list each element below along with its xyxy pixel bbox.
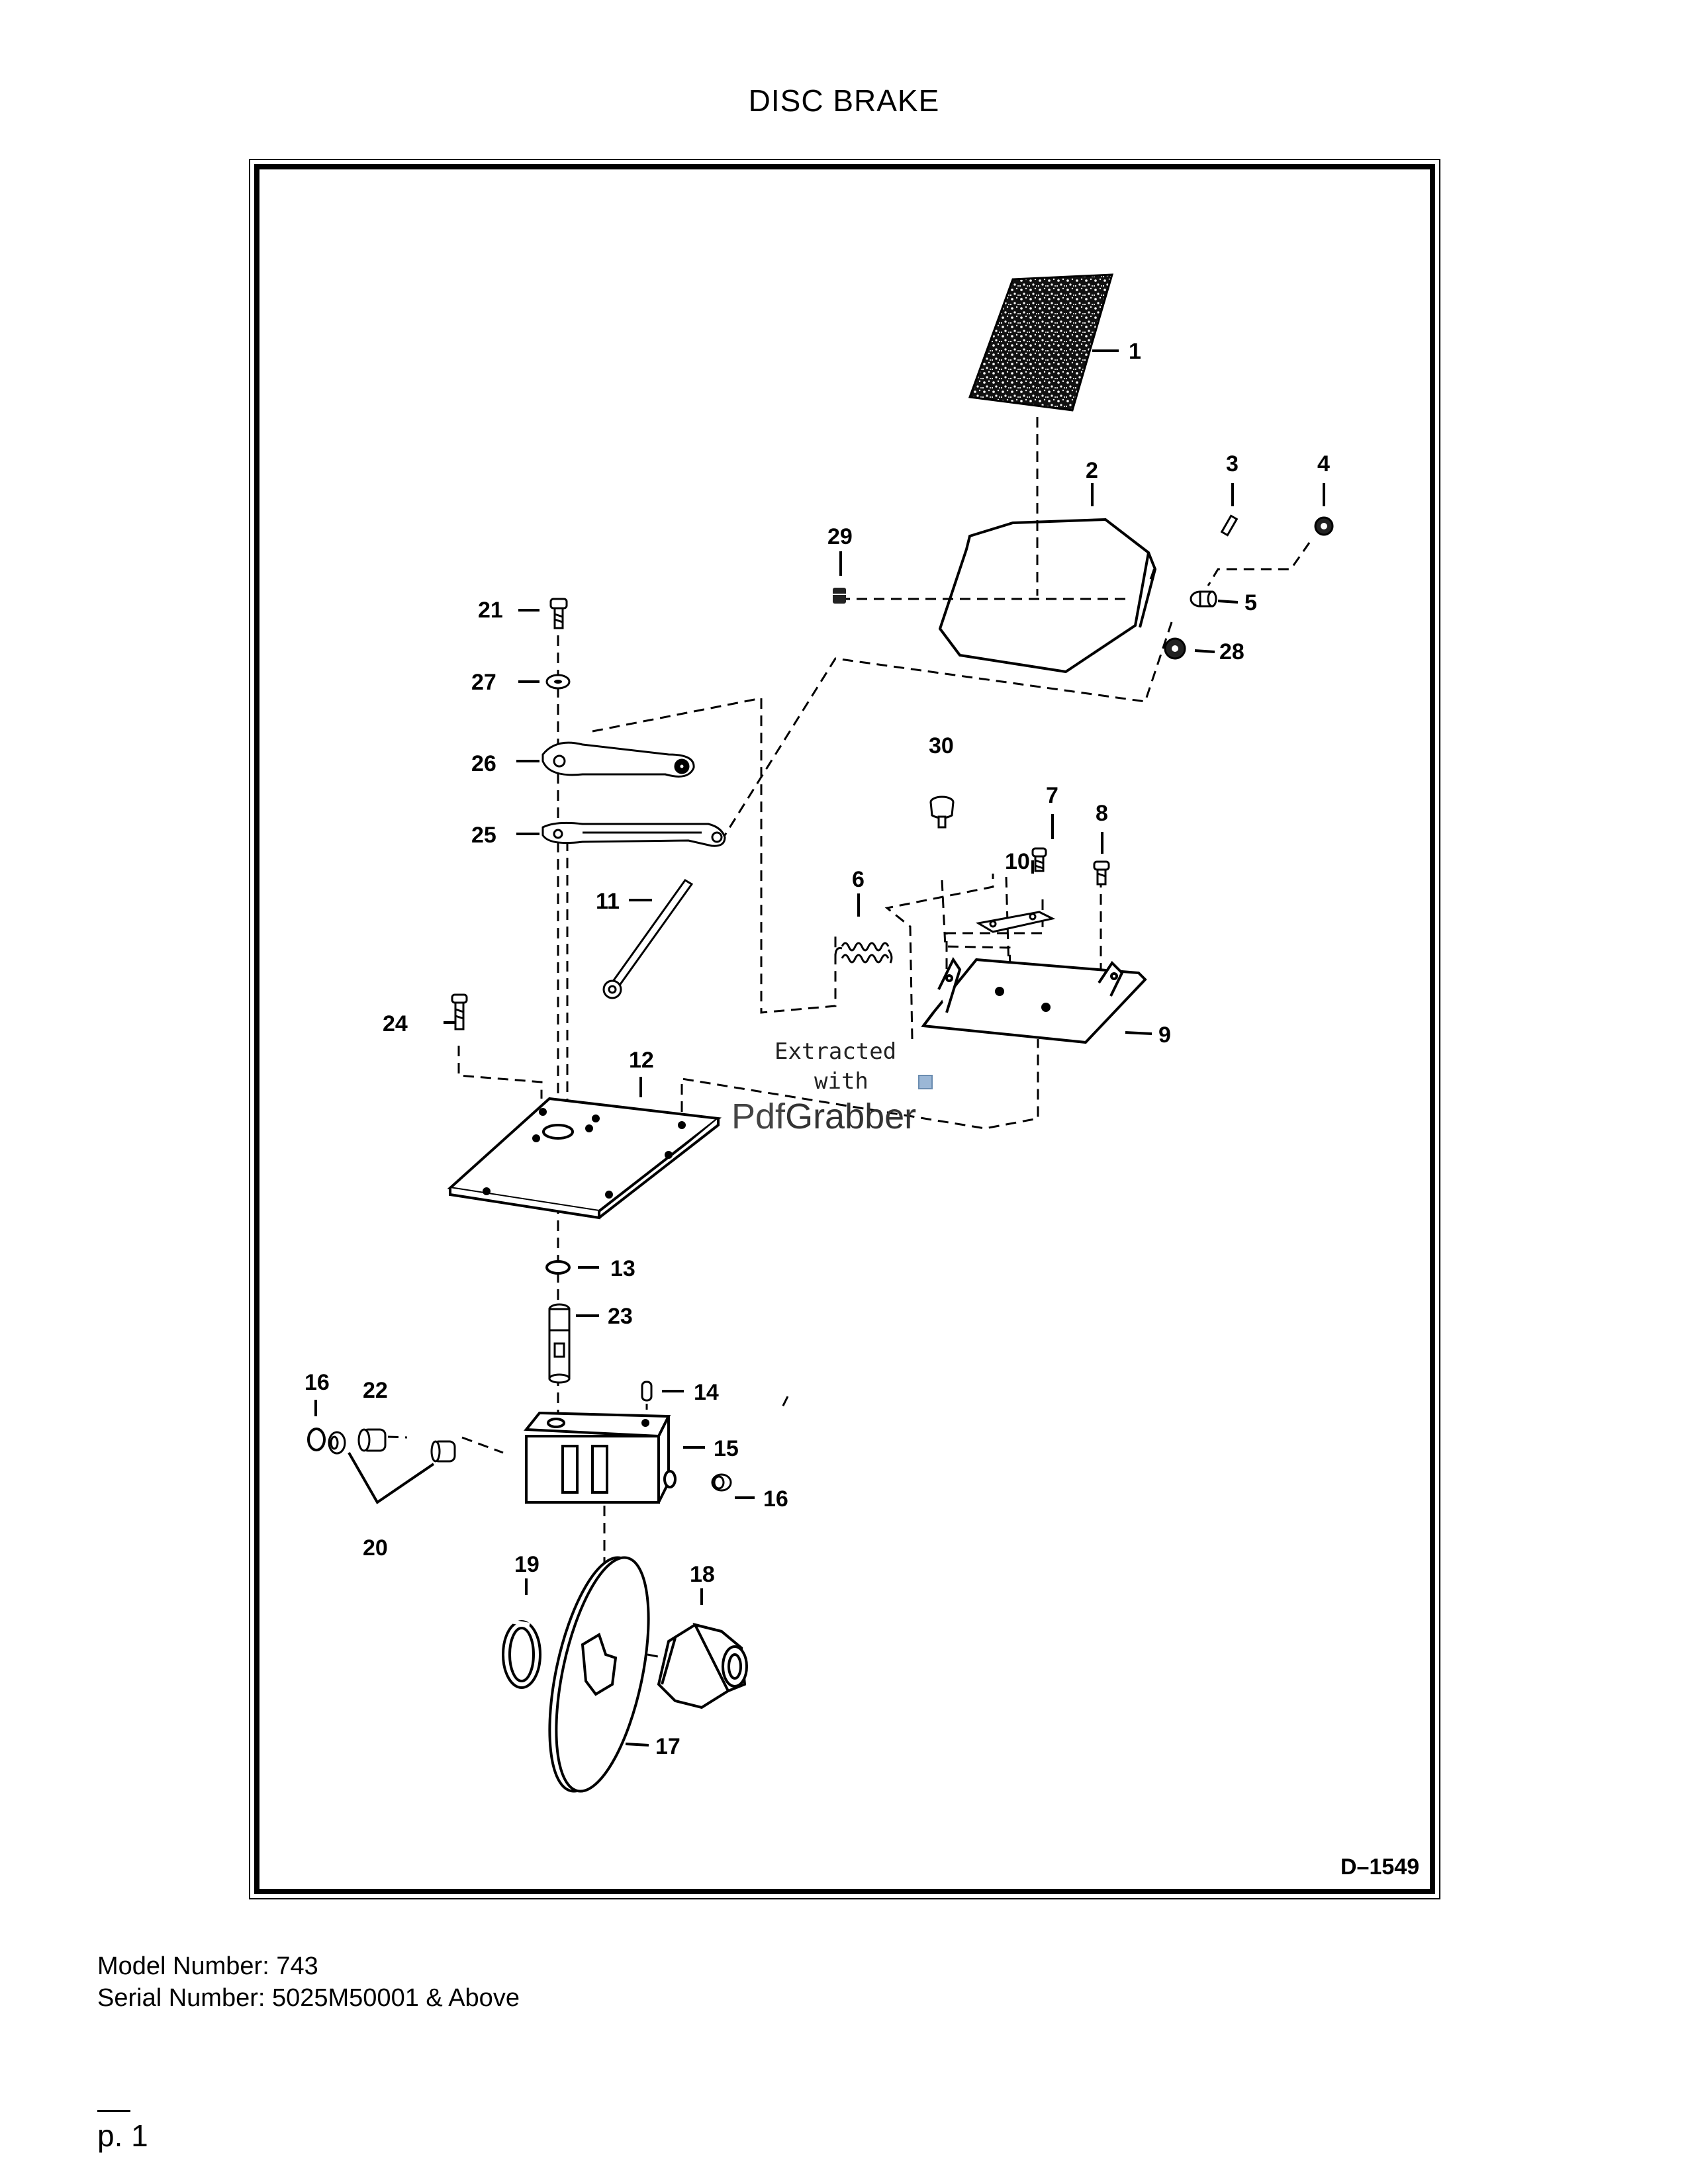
callout-26: 26	[471, 751, 496, 776]
mount-plate-9	[921, 956, 1147, 1044]
callout-labels: 1 2 3 4 5 28 29 21 27 26 25 11 6 30 7 8 …	[305, 339, 1419, 1880]
ring-16-left	[307, 1428, 326, 1451]
knob-30	[929, 796, 955, 829]
callout-1: 1	[1129, 339, 1141, 364]
bolt-21	[549, 598, 568, 629]
callout-28: 28	[1219, 639, 1244, 664]
drawing-code: D–1549	[1340, 1854, 1419, 1880]
callout-21: 21	[478, 598, 503, 623]
callout-16-right: 16	[763, 1486, 788, 1512]
rod-11	[602, 879, 694, 999]
snap-ring-19	[502, 1619, 541, 1689]
bracket-7	[975, 911, 1056, 933]
model-number: Model Number: 743	[97, 1952, 318, 1980]
page-divider	[97, 2110, 130, 2112]
callout-22: 22	[363, 1378, 388, 1403]
callout-24: 24	[383, 1011, 408, 1036]
serial-number: Serial Number: 5025M50001 & Above	[97, 1984, 520, 2012]
callout-13: 13	[610, 1256, 635, 1281]
brake-disc-17	[548, 1556, 650, 1793]
pdfgrabber-watermark: Extracted with PdfGrabber	[731, 1038, 933, 1136]
page-title: DISC BRAKE	[748, 83, 940, 118]
page-number: p. 1	[97, 2118, 148, 2153]
pedal-plate	[938, 518, 1157, 674]
washer-27	[545, 674, 571, 690]
pedal-pad	[968, 273, 1114, 412]
callout-15: 15	[714, 1436, 739, 1461]
nut-4	[1314, 516, 1334, 536]
caliper-block-15	[523, 1411, 677, 1504]
callout-29: 29	[827, 524, 853, 549]
plunger-23	[548, 1303, 571, 1384]
arm-26	[541, 741, 695, 778]
callout-3: 3	[1226, 451, 1239, 477]
o-ring-13	[545, 1260, 571, 1275]
roller-20b	[430, 1440, 456, 1463]
bolt-24	[451, 993, 468, 1030]
nut-28	[1164, 637, 1186, 660]
lever-25	[541, 821, 726, 847]
diagram-frame	[254, 164, 1435, 1894]
watermark-line1: Extracted	[774, 1038, 896, 1065]
callout-6: 6	[852, 867, 865, 892]
callout-16-left: 16	[305, 1370, 330, 1395]
pin-14	[641, 1381, 653, 1402]
callout-23: 23	[608, 1304, 633, 1329]
callout-14: 14	[694, 1380, 719, 1405]
watermark-line2: with	[814, 1068, 868, 1095]
callout-2: 2	[1086, 458, 1098, 483]
callout-18: 18	[690, 1562, 715, 1587]
callout-27: 27	[471, 670, 496, 695]
bolt-8	[1093, 860, 1110, 886]
callout-5: 5	[1244, 590, 1257, 615]
watermark-logo-icon	[918, 1075, 933, 1089]
callout-8: 8	[1096, 801, 1108, 826]
callout-19: 19	[514, 1552, 539, 1577]
bolt-10	[1031, 847, 1047, 872]
bushing-5	[1190, 590, 1217, 608]
nut-29	[833, 588, 846, 604]
callout-11: 11	[596, 889, 620, 914]
roller-22	[357, 1428, 387, 1452]
callout-4: 4	[1317, 451, 1330, 477]
watermark-brand: PdfGrabber	[731, 1097, 916, 1136]
callout-12: 12	[629, 1048, 654, 1073]
callout-25: 25	[471, 823, 496, 848]
callout-17: 17	[655, 1734, 680, 1759]
roller-20a	[328, 1431, 346, 1455]
hex-hub-18	[657, 1623, 748, 1709]
diagram-frame-outer	[249, 159, 1440, 1899]
ring-16-right	[711, 1473, 732, 1492]
callout-10: 10	[1005, 849, 1030, 874]
bracket-20	[348, 1452, 435, 1504]
callout-9: 9	[1158, 1023, 1171, 1048]
pin-3	[1220, 514, 1239, 537]
callout-30: 30	[929, 733, 954, 758]
leader-lines	[314, 349, 1325, 1747]
callout-20: 20	[363, 1535, 388, 1561]
floor-plate-12	[447, 1097, 722, 1220]
callout-7: 7	[1046, 783, 1058, 808]
spring-6	[834, 942, 893, 964]
